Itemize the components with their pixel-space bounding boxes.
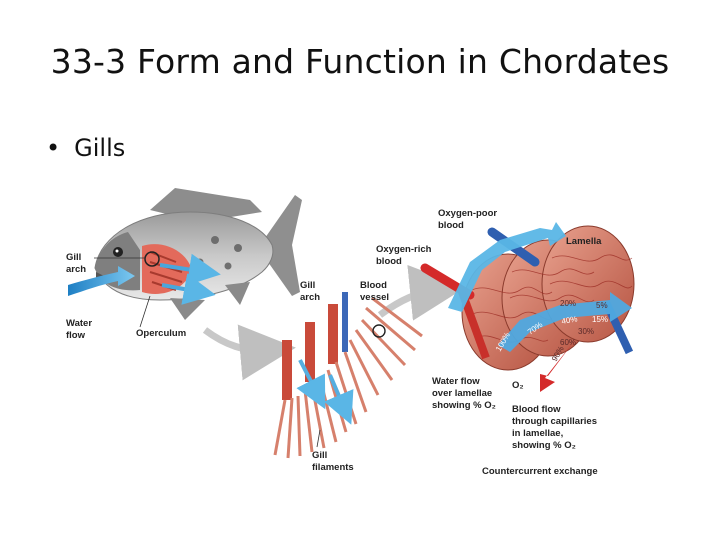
label-blood-vessel-1: Blood bbox=[360, 280, 387, 291]
bullet-item: • Gills bbox=[46, 134, 125, 162]
label-water-flow-1: Water bbox=[66, 318, 92, 329]
label-blood-flow-3: in lamellae, bbox=[512, 428, 563, 439]
label-gill-arch-1: Gill bbox=[66, 252, 81, 263]
label-gill-filaments-1: Gill bbox=[312, 450, 327, 461]
label-oxygen-rich-1: Oxygen-rich bbox=[376, 244, 432, 255]
label-gill-arch-2: arch bbox=[66, 264, 86, 275]
water-pct-3: 40% bbox=[561, 314, 578, 326]
water-through-gills-arrow bbox=[159, 253, 221, 286]
label-o2: O₂ bbox=[512, 380, 524, 391]
label-water-flow-2: flow bbox=[66, 330, 86, 341]
water-exit-arrow bbox=[161, 273, 216, 305]
label-oxygen-poor-2: blood bbox=[438, 220, 464, 231]
water-inflow-arrow bbox=[68, 266, 135, 296]
label-blood-flow-1: Blood flow bbox=[512, 404, 561, 415]
label-gill-filaments-2: filaments bbox=[312, 462, 354, 473]
blood-pct-2: 60% bbox=[560, 338, 576, 347]
water-pct-4: 15% bbox=[592, 315, 608, 324]
blood-pct-4: 5% bbox=[596, 301, 608, 310]
label-countercurrent: Countercurrent exchange bbox=[482, 466, 598, 477]
label-water-over-2: over lamellae bbox=[432, 388, 492, 399]
fish-illustration bbox=[94, 188, 302, 328]
label-oxygen-poor-1: Oxygen-poor bbox=[438, 208, 497, 219]
label-operculum: Operculum bbox=[136, 328, 186, 339]
bullet-text: Gills bbox=[74, 134, 126, 162]
label-lamella: Lamella bbox=[566, 236, 602, 247]
slide-title: 33-3 Form and Function in Chordates bbox=[50, 42, 670, 81]
bullet-dot-icon: • bbox=[46, 134, 61, 162]
label-blood-flow-4: showing % O₂ bbox=[512, 440, 576, 451]
label-gill-arch-close-1: Gill bbox=[300, 280, 315, 291]
label-oxygen-rich-2: blood bbox=[376, 256, 402, 267]
label-water-over-1: Water flow bbox=[432, 376, 480, 387]
lamellae-illustration bbox=[420, 222, 635, 392]
label-water-over-3: showing % O₂ bbox=[432, 400, 496, 411]
label-gill-arch-close-2: arch bbox=[300, 292, 320, 303]
zoom-arrow-1 bbox=[202, 324, 296, 381]
label-blood-flow-2: through capillaries bbox=[512, 416, 597, 427]
blood-pct-3: 30% bbox=[578, 327, 594, 336]
gill-filaments-illustration bbox=[273, 292, 423, 459]
label-blood-vessel-2: vessel bbox=[360, 292, 389, 303]
extra-pct: 20% bbox=[560, 299, 576, 308]
zoom-arrow-2 bbox=[377, 264, 466, 321]
